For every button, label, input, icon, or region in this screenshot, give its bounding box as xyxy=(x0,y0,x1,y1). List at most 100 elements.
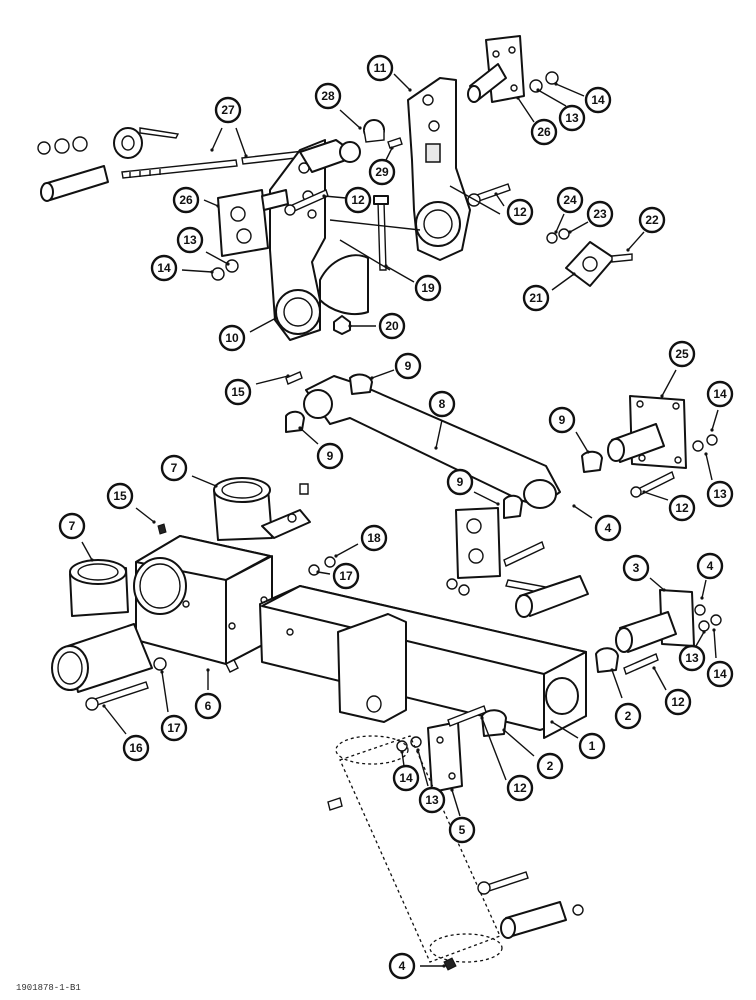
callout-label: 12 xyxy=(671,695,685,709)
callout-label: 18 xyxy=(367,531,381,545)
callout-leader-line xyxy=(339,109,361,129)
callout-leader-end xyxy=(102,704,106,708)
callout-leader-end xyxy=(298,426,302,430)
callout-circle xyxy=(366,54,394,82)
callout-label: 27 xyxy=(221,103,235,117)
callout-label: 4 xyxy=(707,559,714,573)
callout-leader-line xyxy=(323,195,347,199)
callout-circle xyxy=(388,952,416,980)
callout-label: 9 xyxy=(405,359,412,373)
callout-label: 12 xyxy=(513,205,527,219)
callout-leader-end xyxy=(226,262,230,266)
callout-circle xyxy=(530,118,558,146)
callout-leader-line xyxy=(473,491,499,505)
callout-leader-end xyxy=(400,750,404,754)
callout-circle xyxy=(394,352,422,380)
mounting-plate-25 xyxy=(607,395,718,498)
callout-circle xyxy=(368,158,396,186)
callout-label: 16 xyxy=(129,741,143,755)
callout-leader-end xyxy=(348,324,352,328)
callout-leader-line xyxy=(643,491,669,501)
callout-label: 23 xyxy=(593,207,607,221)
callout-leader-end xyxy=(700,596,704,600)
long-bolt-19 xyxy=(373,195,389,271)
callout-circle xyxy=(678,644,706,672)
callout-label: 17 xyxy=(167,721,181,735)
callout-label: 2 xyxy=(547,759,554,773)
callout-circle xyxy=(194,692,222,720)
callout-leader-end xyxy=(496,502,500,506)
callout-leader-line xyxy=(417,749,429,787)
callout-leader-end xyxy=(216,204,220,208)
callout-leader-line xyxy=(181,269,213,273)
callout-circle xyxy=(638,206,666,234)
callout-leader-line xyxy=(503,729,535,757)
callout-circle xyxy=(414,274,442,302)
callout-leader-end xyxy=(660,394,664,398)
callout-circle xyxy=(106,482,134,510)
callout-leader-line xyxy=(649,577,665,591)
callout-leader-line xyxy=(555,213,565,233)
callout-leader-line xyxy=(653,667,667,691)
callout-leader-line xyxy=(435,419,443,449)
callout-leader-end xyxy=(536,88,540,92)
callout-label: 8 xyxy=(439,397,446,411)
figure-reference: 1901878-1-B1 xyxy=(16,983,81,993)
callout-circle xyxy=(418,786,446,814)
callout-leader-end xyxy=(642,490,646,494)
callout-leader-end xyxy=(702,630,706,634)
callout-label: 14 xyxy=(713,387,727,401)
callout-label: 3 xyxy=(633,561,640,575)
callout-leader-line xyxy=(81,541,93,561)
callout-label: 17 xyxy=(339,569,353,583)
callout-label: 1 xyxy=(589,739,596,753)
callout-leader-line xyxy=(393,73,411,91)
callout-leader-end xyxy=(502,728,506,732)
bolt-29 xyxy=(387,137,403,149)
callout-leader-line xyxy=(371,369,395,379)
tie-rod-8 xyxy=(285,371,603,519)
callout-circle xyxy=(536,752,564,780)
callout-circle xyxy=(584,86,612,114)
callout-label: 21 xyxy=(529,291,543,305)
callout-label: 24 xyxy=(563,193,577,207)
callout-label: 14 xyxy=(157,261,171,275)
callout-leader-line xyxy=(551,273,575,291)
callout-label: 12 xyxy=(351,193,365,207)
callout-leader-end xyxy=(210,148,214,152)
callout-circle xyxy=(428,390,456,418)
callout-label: 22 xyxy=(645,213,659,227)
callout-circle xyxy=(360,524,388,552)
callout-leader-line xyxy=(627,231,645,251)
callout-circle xyxy=(696,552,724,580)
callout-circle xyxy=(594,514,622,542)
mounting-plate-left xyxy=(217,189,289,257)
pivot-arm-right xyxy=(407,77,471,261)
callout-circle xyxy=(706,480,734,508)
callout-label: 5 xyxy=(459,823,466,837)
callout-leader-line xyxy=(205,251,229,265)
callout-circle xyxy=(506,774,534,802)
callout-leader-end xyxy=(442,964,446,968)
callout-leader-end xyxy=(384,264,388,268)
callout-label: 14 xyxy=(591,93,605,107)
bushing-2-lower xyxy=(481,709,507,737)
cover-plate-21 xyxy=(546,228,633,287)
callout-label: 9 xyxy=(559,413,566,427)
callout-leader-end xyxy=(160,670,164,674)
callout-leader-line xyxy=(235,127,247,157)
bolt-12-upper-right xyxy=(467,183,511,207)
callout-leader-line xyxy=(103,705,127,735)
mounting-plate-right xyxy=(467,35,525,103)
callout-leader-line xyxy=(161,671,169,713)
callout-leader-line xyxy=(537,89,567,107)
callout-label: 26 xyxy=(537,125,551,139)
callout-leader-line xyxy=(569,221,589,233)
callout-leader-end xyxy=(358,126,362,130)
callout-leader-line xyxy=(713,629,717,659)
callout-label: 28 xyxy=(321,89,335,103)
mounting-plate-5 xyxy=(427,721,463,793)
callout-leader-end xyxy=(610,668,614,672)
callout-leader-end xyxy=(206,668,210,672)
callout-leader-end xyxy=(554,230,558,234)
